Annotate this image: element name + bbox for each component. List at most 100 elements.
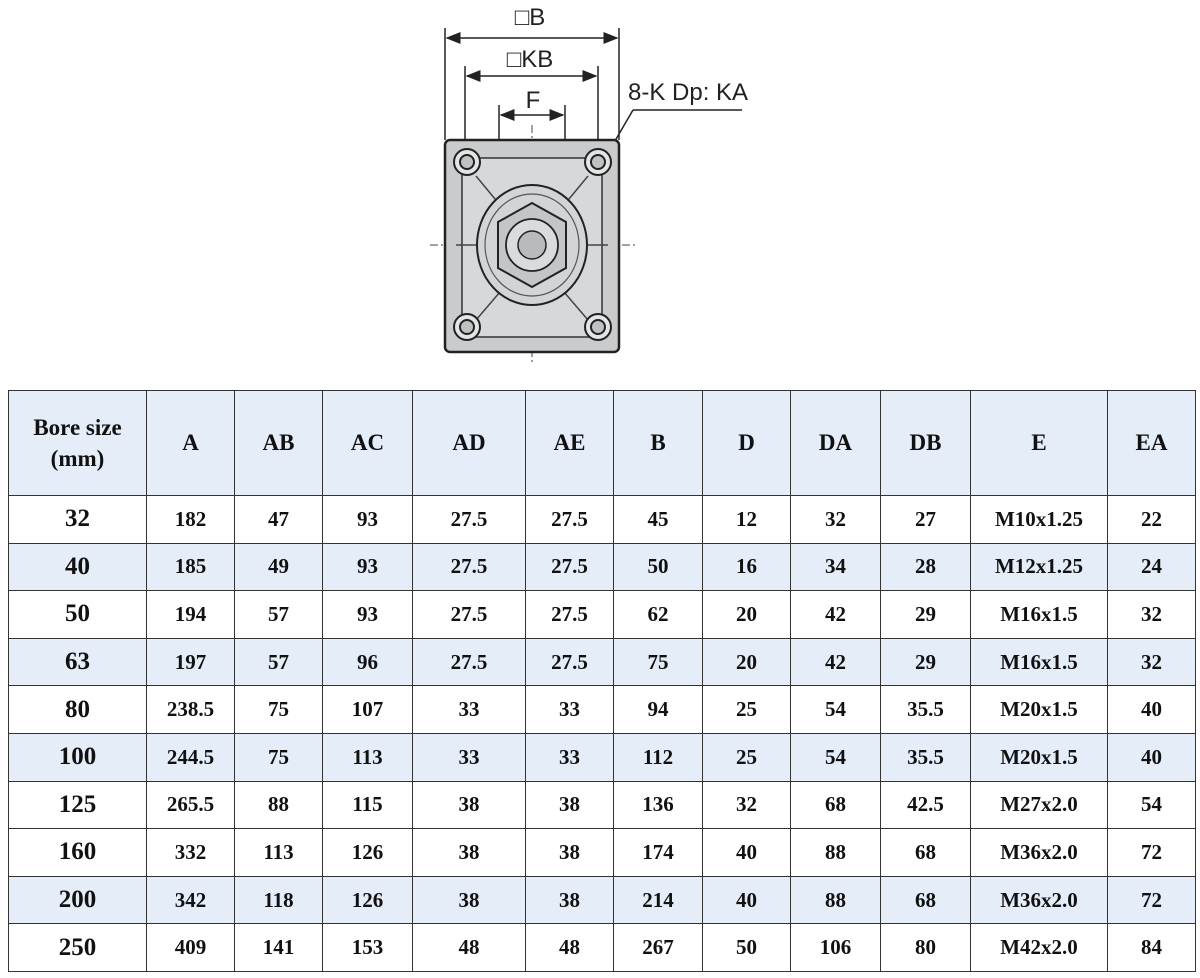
table-cell: 141 (234, 923, 323, 972)
bore-size-cell: 250 (8, 923, 147, 972)
table-cell: 25 (702, 732, 791, 782)
table-cell: 409 (146, 923, 235, 972)
table-cell: 33 (525, 732, 614, 782)
table-cell: 25 (702, 685, 791, 734)
table-cell: 332 (146, 828, 235, 877)
table-cell: 32 (790, 495, 881, 544)
corner-mounting-holes (453, 148, 612, 341)
table-cell: 20 (702, 637, 791, 687)
table-cell: M27x2.0 (970, 780, 1108, 830)
table-cell: 32 (702, 780, 791, 830)
bore-size-cell: 100 (8, 732, 147, 782)
table-cell: 174 (613, 828, 703, 877)
table-cell: 27.5 (525, 495, 614, 544)
table-cell: 29 (880, 590, 971, 639)
table-cell: 27.5 (412, 637, 526, 687)
table-cell: 49 (234, 542, 323, 592)
bore-size-cell: 40 (8, 542, 147, 592)
table-cell: 47 (234, 495, 323, 544)
table-cell: 27.5 (412, 542, 526, 592)
table-cell: 94 (613, 685, 703, 734)
table-cell: 35.5 (880, 685, 971, 734)
header-bore-size-line2: (mm) (50, 446, 105, 471)
table-cell: 75 (234, 732, 323, 782)
table-cell: 84 (1107, 923, 1196, 972)
table-cell: M12x1.25 (970, 542, 1108, 592)
table-cell: 88 (790, 828, 881, 877)
table-cell: 68 (880, 875, 971, 925)
table-cell: 265.5 (146, 780, 235, 830)
header-ab: AB (234, 390, 323, 496)
bore-size-cell: 125 (8, 780, 147, 830)
table-cell: 54 (1107, 780, 1196, 830)
table-cell: M16x1.5 (970, 637, 1108, 687)
table-cell: 42 (790, 590, 881, 639)
table-cell: M20x1.5 (970, 732, 1108, 782)
table-cell: 20 (702, 590, 791, 639)
table-cell: 40 (702, 828, 791, 877)
table-cell: 50 (702, 923, 791, 972)
header-e: E (970, 390, 1108, 496)
table-cell: 32 (1107, 590, 1196, 639)
header-bore-size-line1: Bore size (33, 414, 122, 440)
hole-callout-leader (604, 109, 742, 159)
table-cell: 153 (322, 923, 413, 972)
bore-size-cell: 160 (8, 828, 147, 877)
table-cell: 68 (790, 780, 881, 830)
table-cell: 185 (146, 542, 235, 592)
header-bore-size: Bore size (mm) (8, 390, 147, 496)
table-cell: 238.5 (146, 685, 235, 734)
table-cell: 57 (234, 637, 323, 687)
table-cell: 16 (702, 542, 791, 592)
table-cell: 54 (790, 685, 881, 734)
table-cell: 38 (412, 875, 526, 925)
header-b: B (613, 390, 703, 496)
header-ac: AC (322, 390, 413, 496)
table-cell: 182 (146, 495, 235, 544)
table-cell: M36x2.0 (970, 828, 1108, 877)
table-cell: 197 (146, 637, 235, 687)
dimension-kb (464, 66, 599, 150)
header-ea: EA (1107, 390, 1196, 496)
table-cell: 54 (790, 732, 881, 782)
bore-size-cell: 200 (8, 875, 147, 925)
table-cell: 35.5 (880, 732, 971, 782)
table-cell: 27.5 (412, 590, 526, 639)
bore-size-cell: 63 (8, 637, 147, 687)
cylinder-end-view-drawing: □B □KB F 8-K Dp: KA (430, 4, 748, 365)
table-cell: 72 (1107, 875, 1196, 925)
bore-size-cell: 32 (8, 495, 147, 544)
table-cell: 75 (613, 637, 703, 687)
table-cell: 22 (1107, 495, 1196, 544)
table-cell: 38 (525, 780, 614, 830)
table-cell: M20x1.5 (970, 685, 1108, 734)
table-cell: 57 (234, 590, 323, 639)
table-cell: 38 (525, 828, 614, 877)
table-cell: 50 (613, 542, 703, 592)
piston-rod-assembly (476, 184, 588, 306)
table-cell: 115 (322, 780, 413, 830)
table-cell: M16x1.5 (970, 590, 1108, 639)
table-cell: 88 (790, 875, 881, 925)
table-cell: 24 (1107, 542, 1196, 592)
table-cell: 136 (613, 780, 703, 830)
table-cell: 62 (613, 590, 703, 639)
table-cell: 40 (1107, 685, 1196, 734)
table-cell: 45 (613, 495, 703, 544)
table-cell: 88 (234, 780, 323, 830)
header-db: DB (880, 390, 971, 496)
hole-callout-label: 8-K Dp: KA (628, 79, 748, 106)
table-cell: 27.5 (525, 542, 614, 592)
table-cell: 40 (702, 875, 791, 925)
table-cell: 113 (234, 828, 323, 877)
bore-size-cell: 50 (8, 590, 147, 639)
